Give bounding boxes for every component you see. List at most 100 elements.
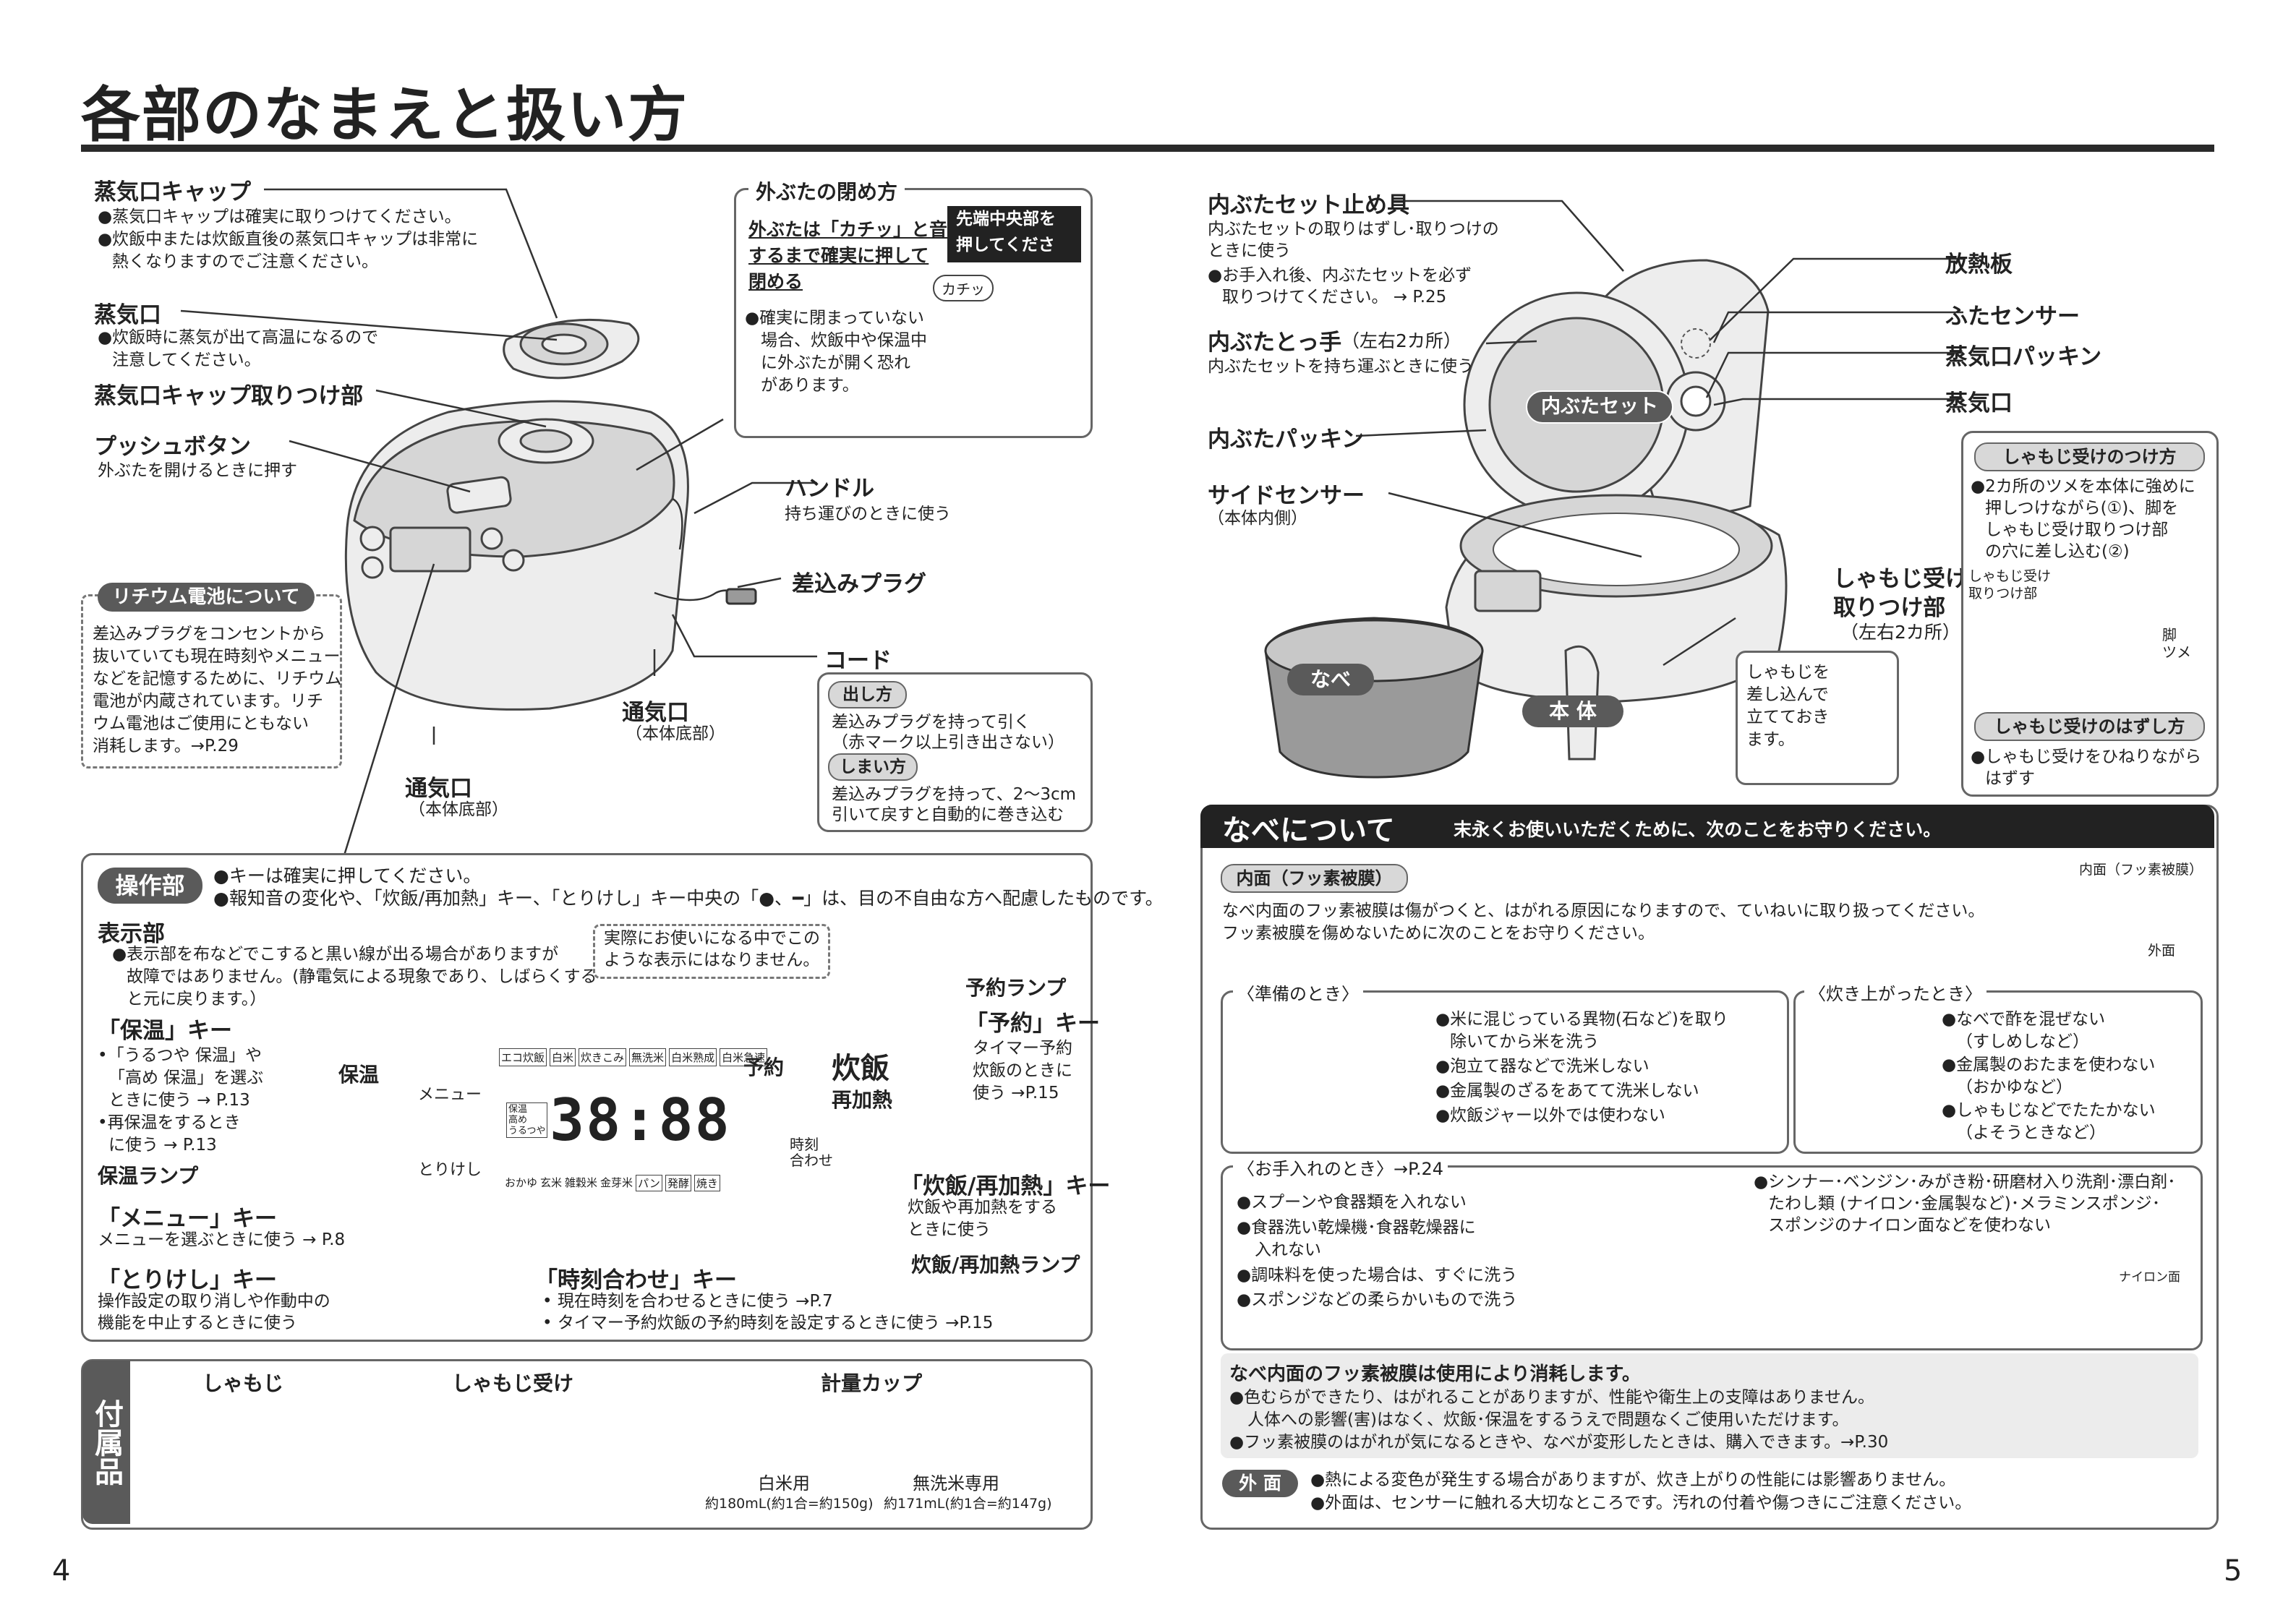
body-badge: 本 体 [1522, 695, 1623, 727]
steam-cap-illustration [503, 318, 640, 380]
pot-intro-2: フッ素被膜を傷めないために次のことをお守りください。 [1222, 924, 1655, 943]
menu-kinmemai: 金芽米 [600, 1176, 633, 1189]
pot-fig-inner-label: 内面（フッ素被膜） [2079, 862, 2203, 878]
wear-item-3: ●フッ素被膜のはがれが気になるときや、なべが変形したときは、購入できます。→P.… [1229, 1433, 1889, 1452]
panel-timer-button[interactable]: 予約 [743, 1055, 785, 1079]
display-dashed-note-2: ような表示にはなりません。 [604, 951, 820, 969]
done-title: 〈炊き上がったとき〉 [1804, 980, 1986, 1005]
pot-section-title: なべについて [1222, 814, 1395, 847]
operations-head-note-1: ●キーは確実に押してください。 [213, 865, 482, 886]
care-right-item-1: ●シンナー･ベンジン･みがき粉･研磨材入り洗剤･漂白剤･ [1754, 1173, 2176, 1191]
steam-packing-label: 蒸気口パッキン [1945, 344, 2102, 370]
cook-key-label: 「炊飯/再加熱」キー [900, 1173, 1111, 1199]
done-item-1: ●なべで酢を混ぜない [1942, 1010, 2106, 1029]
care-item-3: 入れない [1255, 1241, 1321, 1259]
nylon-side-label: ナイロン面 [2119, 1270, 2180, 1285]
timer-key-note-3: 使う →P.15 [973, 1084, 1059, 1102]
care-right-item-2: たわし類 (ナイロン･金属製など)･メラミンスポンジ･ [1768, 1194, 2161, 1213]
cord-in-note-1: 差込みプラグを持って、2〜3cm [832, 785, 1077, 804]
battery-line-2: 抜いていても現在時刻やメニュー [93, 647, 341, 666]
vent-label-right: 通気口 [622, 700, 689, 726]
keep-warm-lamp-label: 保温ランプ [98, 1164, 199, 1188]
page-number-right: 5 [2224, 1554, 2242, 1588]
care-item-4: ●調味料を使った場合は、すぐに洗う [1237, 1266, 1518, 1285]
cord-in-note-2: 引いて戻すと自動的に巻き込む [832, 805, 1064, 824]
menu-white: 白米 [550, 1048, 576, 1066]
prep-item-2: 除いてから米を洗う [1450, 1032, 1600, 1051]
menu-musenmai: 無洗米 [629, 1048, 667, 1066]
menu-yaki: 焼き [694, 1175, 720, 1191]
display-dashed-note-box [593, 924, 830, 979]
page-number-left: 4 [52, 1554, 71, 1588]
stand-note-box [1736, 651, 1899, 785]
panel-menu-button[interactable]: メニュー [418, 1086, 482, 1104]
panel-cook-button[interactable]: 炊飯 [832, 1052, 889, 1085]
care-item-5: ●スポンジなどの柔らかいもので洗う [1237, 1290, 1518, 1309]
panel-clock-label-2: 合わせ [790, 1152, 833, 1169]
wear-item-2: 人体への影響(害)はなく、炊飯･保温をするうえで問題なくご使用いただけます。 [1247, 1410, 1849, 1429]
inner-stopper-note-2: ときに使う [1208, 241, 1291, 260]
attach-line-1: ●2カ所のツメを本体に強めに [1971, 477, 2195, 496]
plug-label: 差込みプラグ [792, 571, 926, 597]
wear-item-1: ●色むらができたり、はがれることがありますが、性能や衛生上の支障はありません。 [1229, 1388, 1874, 1407]
keep-warm-note-5: に使う → P.13 [108, 1136, 217, 1155]
menu-kyusoku: 白米急速 [720, 1048, 768, 1066]
radiator-label: 放熱板 [1945, 252, 2013, 278]
push-button-note: 外ぶたを開けるときに押す [98, 461, 297, 480]
accessory-shamoji-label: しゃもじ [202, 1371, 284, 1395]
menu-jukusei: 白米熟成 [669, 1048, 717, 1066]
cord-label: コード [824, 648, 892, 674]
inner-handle-note: 内ぶたセットを持ち運ぶときに使う [1208, 357, 1474, 376]
attach-leg-label: 脚 [2162, 626, 2177, 643]
keep-warm-note-3: ときに使う → P.13 [108, 1091, 250, 1110]
pot-badge: なべ [1287, 664, 1374, 695]
battery-box [81, 594, 342, 768]
lid-close-callout-line-1: 先端中央部を [956, 210, 1056, 228]
steam-vent-label-right: 蒸気口 [1945, 390, 2013, 416]
menu-okayu: おかゆ [505, 1176, 538, 1189]
display-note-1: ●表示部を布などでこすると黒い線が出る場合がありますが [112, 945, 559, 964]
lid-sensor-label: ふたセンサー [1945, 304, 2080, 330]
inner-handle-sub: （左右2カ所） [1341, 330, 1461, 351]
care-box [1221, 1165, 2203, 1350]
pot-section-subtitle: 末永くお使いいただくために、次のことをお守りください。 [1454, 819, 1942, 840]
panel-reheat-label: 再加熱 [832, 1088, 893, 1112]
handle-label: ハンドル [785, 476, 874, 502]
open-rice-cooker-illustration [1445, 259, 1788, 703]
battery-line-6: 消耗します。→P.29 [93, 737, 239, 755]
cook-lamp-label: 炊飯/再加熱ランプ [911, 1253, 1080, 1277]
lcd-digits: 38:88 [550, 1087, 731, 1154]
keep-warm-note-4: •再保温をするとき [98, 1113, 241, 1132]
panel-cancel-button[interactable]: とりけし [418, 1161, 482, 1179]
battery-title: リチウム電池について [98, 583, 315, 612]
lcd-keep-warm: 保温 [508, 1104, 528, 1115]
pot-intro-1: なべ内面のフッ素被膜は傷がつくと、はがれる原因になりますので、ていねいに取り扱っ… [1222, 902, 1985, 920]
pot-fig-outer-label: 外面 [2148, 943, 2176, 959]
prep-item-5: ●炊飯ジャー以外では使わない [1435, 1106, 1665, 1125]
steam-cap-label: 蒸気口キャップ [94, 179, 251, 205]
steam-vent-note-1: ●炊飯時に蒸気が出て高温になるので [98, 328, 379, 347]
cord-out-note-2: （赤マーク以上引き出さない） [832, 733, 1064, 752]
cook-key-note-1: 炊飯や再加熱をする [908, 1198, 1057, 1217]
cord-out-note-1: 差込みプラグを持って引く [832, 713, 1030, 732]
accessories-box [81, 1359, 1093, 1530]
cook-key-note-2: ときに使う [908, 1220, 991, 1239]
lid-close-note-4: があります。 [761, 376, 859, 395]
lid-close-line-2: するまで確実に押して [748, 245, 929, 266]
display-dashed-note-1: 実際にお使いになる中でこの [604, 929, 820, 948]
lid-close-title: 外ぶたの閉め方 [748, 176, 905, 205]
accessory-cup-label: 計量カップ [821, 1371, 923, 1395]
operations-badge: 操作部 [98, 868, 202, 904]
push-button-label: プッシュボタン [94, 434, 251, 460]
pot-illustration [1264, 617, 1484, 779]
panel-clock-label-1: 時刻 [790, 1136, 819, 1153]
panel-keep-warm-button[interactable]: 保温 [338, 1063, 380, 1087]
timer-key-label: 「予約」キー [965, 1011, 1100, 1037]
menu-hakko: 発酵 [665, 1175, 691, 1191]
wear-box [1221, 1353, 2198, 1458]
lid-close-line-3: 閉める [748, 271, 803, 292]
care-item-1: ●スプーンや食器類を入れない [1237, 1193, 1467, 1212]
detach-title: しゃもじ受けのはずし方 [1974, 712, 2205, 741]
steam-cap-note-1: ●蒸気口キャップは確実に取りつけてください。 [98, 207, 461, 226]
cup-musen-volume: 約171mL(約1合=約147g) [884, 1496, 1052, 1512]
